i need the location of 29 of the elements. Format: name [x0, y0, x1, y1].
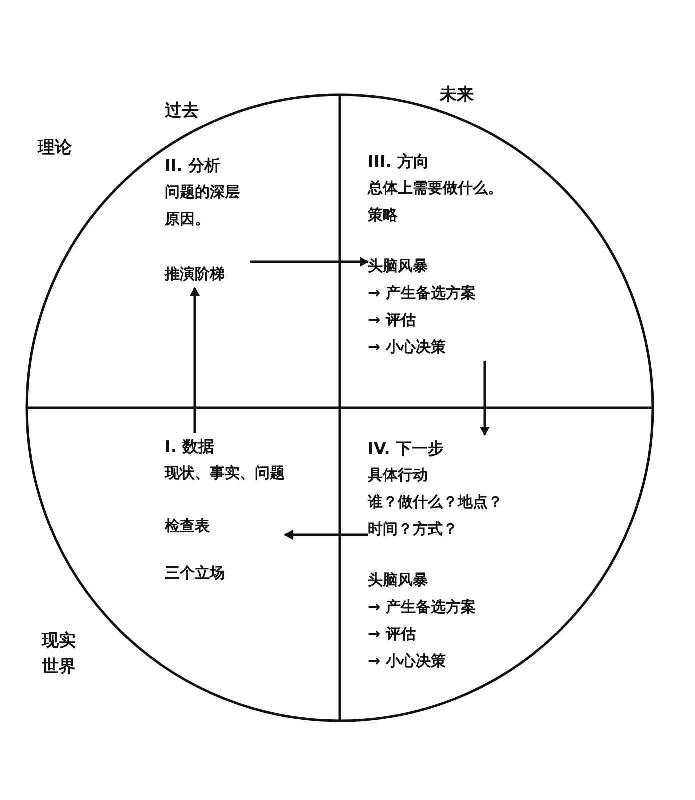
quadrant-text: 具体行动 [368, 465, 428, 486]
quadrant-text: 总体上需要做什么。 [368, 178, 503, 199]
axis-label: 现实世界 [42, 630, 77, 679]
quadrant-text: 检查表 [165, 516, 210, 537]
quadrant-heading: II. 分析 [165, 155, 221, 177]
quadrant-text: 问题的深层原因。 [165, 182, 241, 230]
quadrant-text: → 产生备选方案 [368, 597, 476, 618]
axis-label: 理论 [38, 137, 72, 160]
quadrant-text: 现状、事实、问题 [165, 463, 285, 484]
quadrant-text: → 评估 [368, 624, 416, 645]
quadrant-text: → 产生备选方案 [368, 283, 476, 304]
quadrant-text: → 评估 [368, 310, 416, 331]
quadrant-text: 谁？做什么？地点？时间？方式？ [368, 492, 504, 540]
quadrant-text: 三个立场 [165, 563, 225, 584]
arrow [480, 361, 490, 436]
quadrant-heading: I. 数据 [165, 436, 215, 458]
quadrant-text: 策略 [368, 205, 398, 226]
quadrant-heading: III. 方向 [368, 151, 430, 173]
quadrant-text: → 小心决策 [368, 651, 446, 672]
quadrant-text: 推演阶梯 [165, 264, 225, 285]
axis-label: 过去 [165, 100, 199, 123]
quadrant-heading: IV. 下一步 [368, 438, 444, 460]
arrow [250, 257, 369, 267]
axis-label: 未来 [440, 84, 474, 107]
arrow [190, 287, 200, 433]
quadrant-text: → 小心决策 [368, 337, 446, 358]
arrow [284, 530, 368, 540]
quadrant-text: 头脑风暴 [368, 256, 428, 277]
quadrant-text: 头脑风暴 [368, 570, 428, 591]
